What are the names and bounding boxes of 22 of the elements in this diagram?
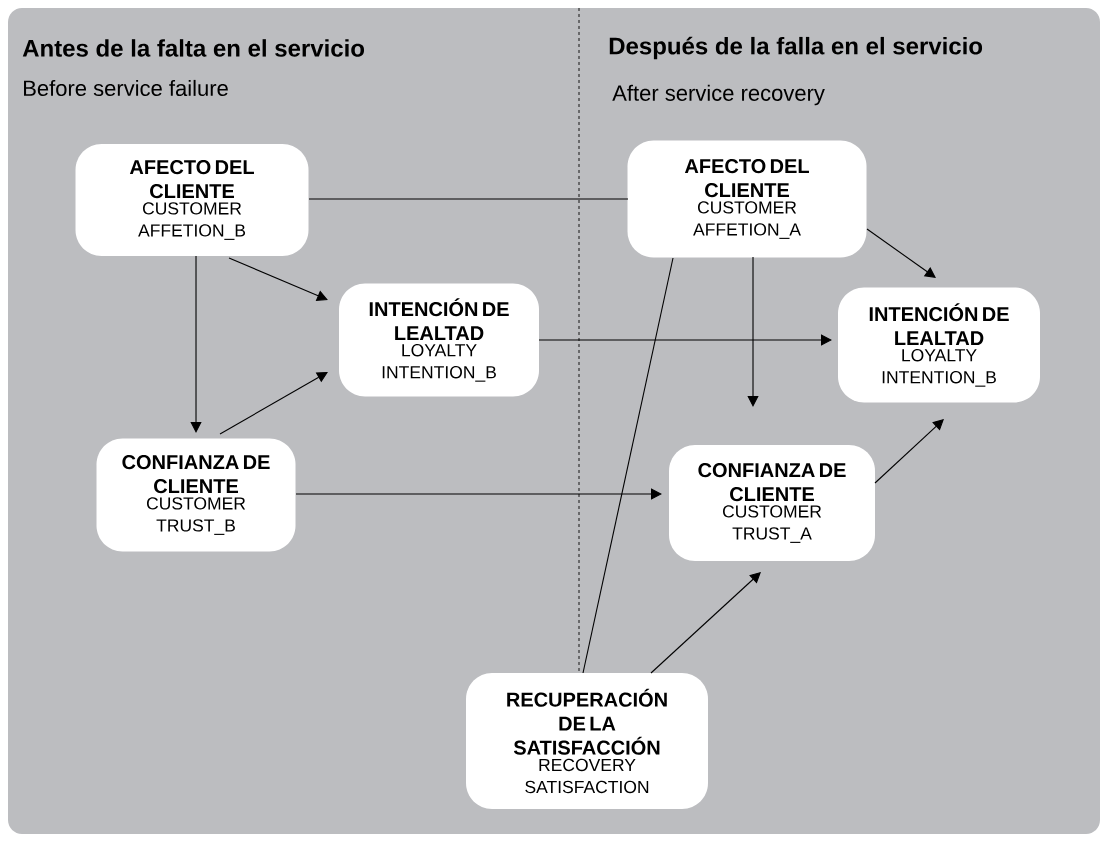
section-heading: Después de la falla en el servicio [609, 36, 983, 60]
connector-line [582, 257, 674, 674]
arrow [747, 256, 759, 407]
arrow [866, 228, 936, 278]
section-subtitle: After service recovery [612, 84, 825, 106]
arrow [650, 572, 761, 674]
section-subtitle: Before service failure [24, 79, 228, 97]
section-heading: Antes de la falta en el servicio [22, 39, 365, 57]
concept-box: INTENCIÓN DE LEALTAD LOYALTY INTENTION_B [838, 287, 1040, 403]
arrow [295, 488, 662, 500]
connector-line [308, 198, 629, 200]
concept-box: CONFIANZA DE CLIENTE CUSTOMER TRUST_A [669, 445, 875, 561]
concept-box: RECUPERACIÓN DE LA SATISFACCIÓN RECOVERY SATISFACTION [466, 673, 708, 809]
concept-box: INTENCIÓN DE LEALTAD LOYALTY INTENTION_B [339, 283, 539, 397]
arrow [874, 419, 944, 484]
arrow [538, 334, 832, 346]
arrow [190, 255, 202, 433]
concept-box: CONFIANZA DE CLIENTE CUSTOMER TRUST_B [96, 438, 296, 552]
arrow [228, 257, 328, 301]
arrow [219, 372, 328, 435]
concept-box: AFECTO DEL CLIENTE CUSTOMER AFFETION_B [75, 144, 309, 256]
concept-box: AFECTO DEL CLIENTE CUSTOMER AFFETION_A [627, 140, 867, 258]
